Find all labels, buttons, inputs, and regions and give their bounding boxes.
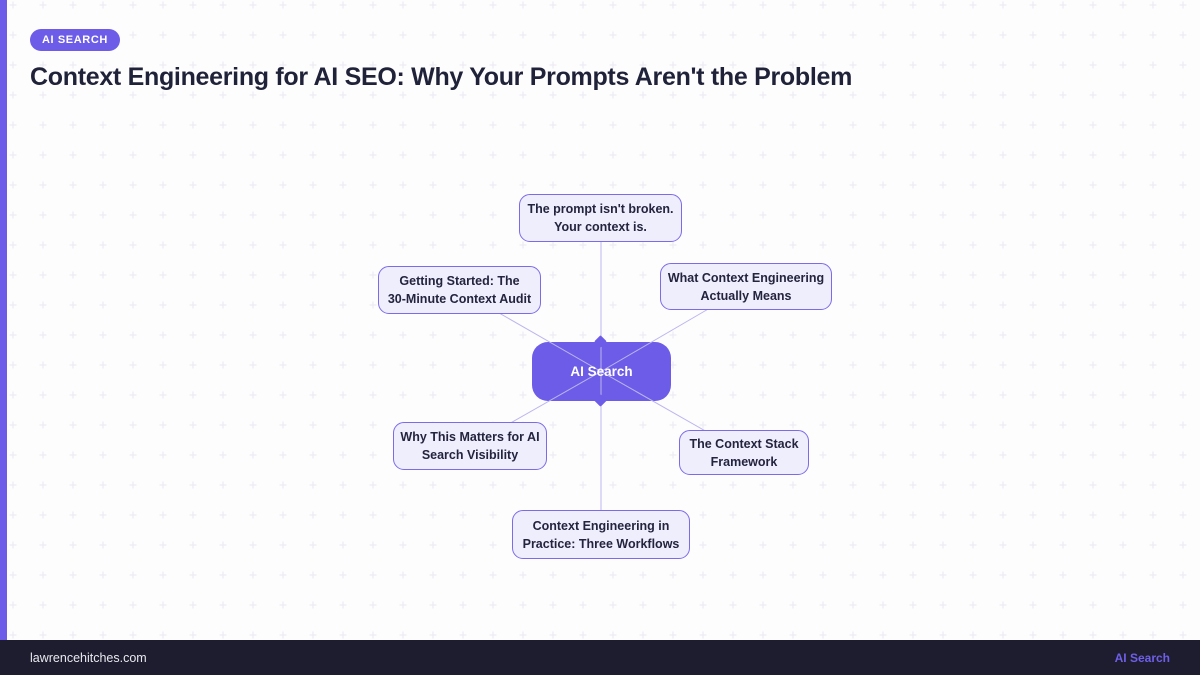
mindmap-node-upper-left-label: Getting Started: The 30-Minute Context A… (387, 274, 532, 306)
mindmap-node-top-label: The prompt isn't broken. Your context is… (527, 202, 674, 234)
footer-category-text: AI Search (1114, 650, 1170, 665)
mindmap-node-top: The prompt isn't broken. Your context is… (519, 194, 682, 242)
mindmap-node-upper-right-label: What Context Engineering Actually Means (667, 270, 825, 303)
left-accent-bar (0, 0, 7, 640)
mindmap-node-upper-right: What Context Engineering Actually Means (660, 263, 832, 310)
mindmap-node-lower-left: Why This Matters for AI Search Visibilit… (393, 422, 547, 470)
page-title: Context Engineering for AI SEO: Why Your… (30, 63, 853, 91)
mindmap-node-upper-left: Getting Started: The 30-Minute Context A… (378, 266, 541, 314)
footer-site-text: lawrencehitches.com (30, 650, 147, 665)
footer-bar: lawrencehitches.com AI Search (0, 640, 1200, 675)
mindmap-center-node-label: AI Search (570, 364, 633, 379)
mindmap-node-lower-left-label: Why This Matters for AI Search Visibilit… (400, 430, 540, 462)
mindmap-node-bottom-label: Context Engineering in Practice: Three W… (522, 518, 680, 551)
mindmap-node-lower-right-label: The Context Stack Framework (689, 436, 799, 469)
mindmap-node-lower-right: The Context Stack Framework (679, 430, 809, 475)
category-badge: AI SEARCH (30, 29, 120, 51)
category-badge-label: AI SEARCH (42, 34, 108, 46)
mindmap-node-bottom: Context Engineering in Practice: Three W… (512, 510, 690, 559)
